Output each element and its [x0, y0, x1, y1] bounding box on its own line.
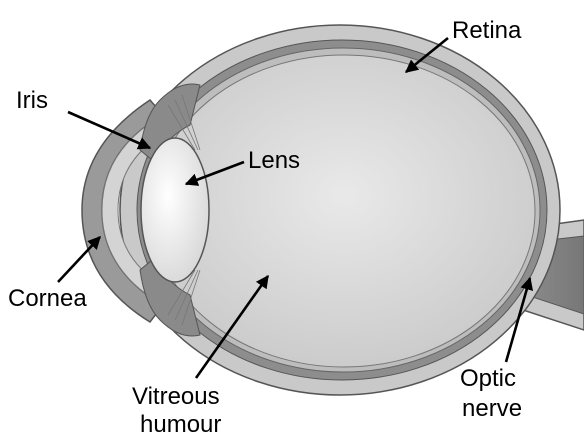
vitreous-humour — [153, 55, 535, 367]
optic-nerve-label-line2: nerve — [462, 395, 522, 422]
retina-label: Retina — [452, 17, 522, 44]
vitreous-label-line2: humour — [140, 411, 221, 438]
lens — [141, 138, 209, 282]
optic-nerve-label-line1: Optic — [460, 365, 516, 392]
iris-label: Iris — [16, 87, 48, 114]
lens-label: Lens — [248, 147, 300, 174]
cornea-label: Cornea — [8, 285, 87, 312]
vitreous-label-line1: Vitreous — [132, 383, 220, 410]
